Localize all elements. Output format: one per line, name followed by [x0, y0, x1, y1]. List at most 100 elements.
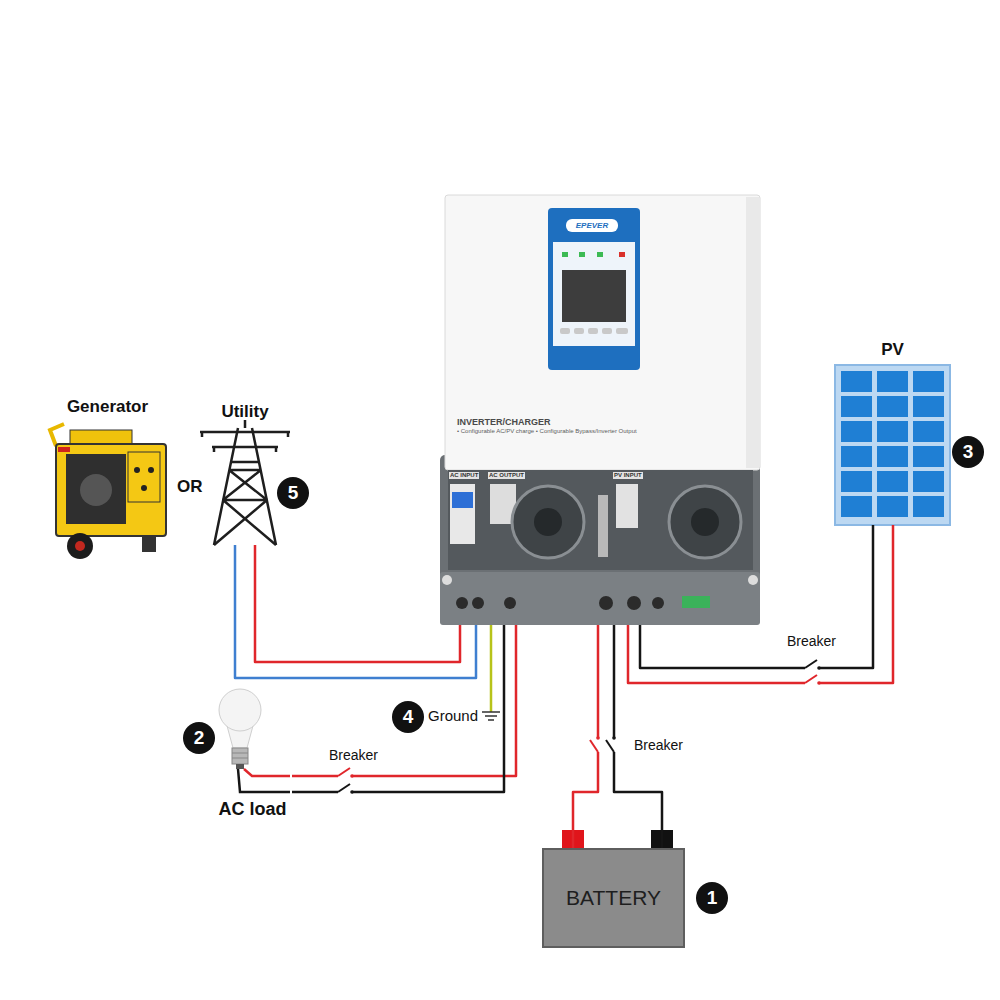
pv-frame	[835, 365, 950, 525]
control-panel	[128, 452, 160, 502]
breaker-toggle	[452, 492, 473, 508]
breaker-label: Breaker	[632, 737, 685, 754]
wire-pair	[292, 625, 516, 795]
wire-pair	[628, 525, 893, 686]
inverter-cover	[445, 195, 760, 470]
cable-gland	[456, 597, 468, 609]
bulb-illustration	[219, 689, 290, 792]
wire	[292, 625, 504, 792]
breaker-blade	[606, 740, 614, 752]
generator-unit: Generator	[45, 393, 170, 563]
busbar-post	[598, 495, 608, 557]
cable-gland	[472, 597, 484, 609]
lcd-screen	[562, 270, 626, 322]
panel-button	[602, 328, 612, 334]
mount-screw	[442, 575, 452, 585]
terminal-label: AC INPUT	[449, 472, 479, 479]
breaker-blade	[338, 784, 350, 792]
callout-number: 5	[277, 477, 309, 509]
bulb-base	[232, 748, 248, 764]
breaker-blade	[805, 675, 817, 683]
utility-grid: Utility	[195, 398, 295, 545]
wire	[235, 545, 476, 678]
wheel-hub	[75, 541, 85, 551]
breaker-symbol	[805, 675, 821, 686]
breaker-symbol	[805, 660, 821, 671]
display-face	[553, 242, 635, 346]
base-thread	[232, 753, 248, 758]
generator-handle	[50, 424, 64, 446]
brand-logo: EPEVER	[566, 219, 618, 232]
comm-terminal	[682, 596, 710, 608]
node-heading: AC load	[218, 799, 286, 821]
wire	[573, 625, 598, 848]
cable-gland	[504, 597, 516, 609]
input-breaker	[450, 484, 475, 544]
panel-button	[574, 328, 584, 334]
ground-label: Ground	[428, 707, 478, 725]
fan-hub	[691, 508, 719, 536]
pv-cells	[841, 371, 944, 517]
breaker-blade	[338, 768, 350, 776]
tower-lattice	[214, 462, 276, 545]
callout-number: 4	[392, 701, 424, 733]
cooling-fan	[669, 486, 741, 558]
inverter-illustration	[440, 195, 760, 625]
wire	[292, 625, 516, 776]
socket	[148, 467, 154, 473]
node-heading: PV	[881, 340, 904, 360]
wire	[640, 525, 873, 668]
wire-pair	[235, 545, 476, 678]
fan-hub	[534, 508, 562, 536]
node-heading: BATTERY	[566, 885, 661, 910]
inverter-chassis	[440, 455, 760, 625]
node-heading: Utility	[221, 402, 268, 422]
inverter-charger: INVERTER/CHARGER• Configurable AC/PV cha…	[445, 195, 760, 625]
breaker-blade	[805, 660, 817, 668]
breaker-contact	[612, 736, 616, 740]
pv-terminal	[616, 484, 638, 528]
cover-side	[746, 197, 759, 468]
panel-button	[560, 328, 570, 334]
callout-number: 2	[183, 722, 215, 754]
status-led	[619, 252, 625, 257]
breaker-contact	[817, 681, 821, 685]
node-heading: INVERTER/CHARGER	[457, 417, 551, 428]
utility-tower	[200, 420, 290, 545]
battery-box: BATTERY	[542, 848, 685, 948]
generator-illustration	[50, 424, 166, 559]
breaker-contact	[350, 790, 354, 794]
wiring-bay	[448, 470, 753, 570]
panel-button	[616, 328, 628, 334]
tower-legs	[214, 428, 276, 545]
breaker-label: Breaker	[785, 633, 838, 650]
engine-cover	[80, 474, 112, 506]
bulb-glass	[219, 689, 261, 731]
callout-number: 3	[952, 436, 984, 468]
engine-block	[66, 454, 126, 524]
badge	[58, 447, 70, 452]
terminal-label: AC OUTPUT	[488, 472, 525, 479]
ground-symbol	[482, 712, 500, 720]
breaker-symbol	[590, 736, 601, 752]
bulb-tip	[236, 764, 244, 769]
breaker-symbol	[606, 736, 617, 752]
cable-gland	[652, 597, 664, 609]
socket	[141, 485, 147, 491]
breaker-label: Breaker	[327, 747, 380, 764]
or-label: OR	[177, 477, 203, 497]
pv-panel: PV	[835, 336, 950, 525]
cooling-fan	[512, 486, 584, 558]
load-lead	[244, 769, 290, 776]
logo-plate	[566, 219, 618, 232]
status-led	[579, 252, 585, 257]
display-panel	[548, 208, 640, 370]
mount-screw	[748, 575, 758, 585]
generator-frame	[56, 444, 166, 536]
cable-gland	[627, 596, 641, 610]
load-lead	[238, 769, 290, 792]
ac-load: AC load	[213, 690, 292, 825]
